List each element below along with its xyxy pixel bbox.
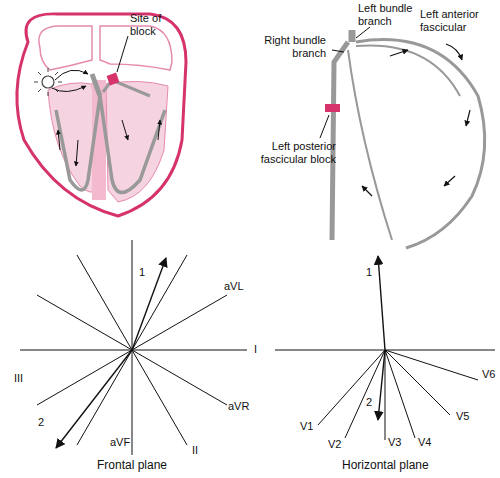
lead-label: III [14, 372, 23, 385]
callout-label: Site of block [130, 12, 182, 38]
callout-label: Right bundle branch [254, 34, 326, 60]
vector-number: 1 [366, 266, 372, 279]
horizontal-axes [275, 256, 495, 440]
heart-drawing [17, 14, 186, 216]
lead-label: aVF [110, 436, 130, 449]
conduction-schematic [320, 27, 485, 248]
plane-caption: Horizontal plane [342, 459, 429, 472]
frontal-axes [20, 240, 247, 455]
lead-label: V1 [300, 420, 313, 433]
lead-label: I [254, 343, 257, 356]
lead-label: V3 [388, 436, 401, 449]
lead-label: V6 [482, 368, 495, 381]
callout-label: Left posterior fascicular block [244, 140, 336, 166]
plane-caption: Frontal plane [97, 459, 167, 472]
lead-label: aVR [228, 400, 249, 413]
vector-number: 2 [366, 396, 372, 409]
lead-label: II [192, 444, 198, 457]
lead-label: V4 [418, 436, 431, 449]
vector-number: 1 [139, 266, 145, 279]
lead-label: V5 [456, 410, 469, 423]
lead-label: V2 [328, 438, 341, 451]
vector-number: 2 [38, 416, 44, 429]
callout-label: Left anterior fascicular [420, 8, 496, 34]
lead-label: aVL [224, 280, 244, 293]
callout-label: Left bundle branch [358, 2, 420, 28]
